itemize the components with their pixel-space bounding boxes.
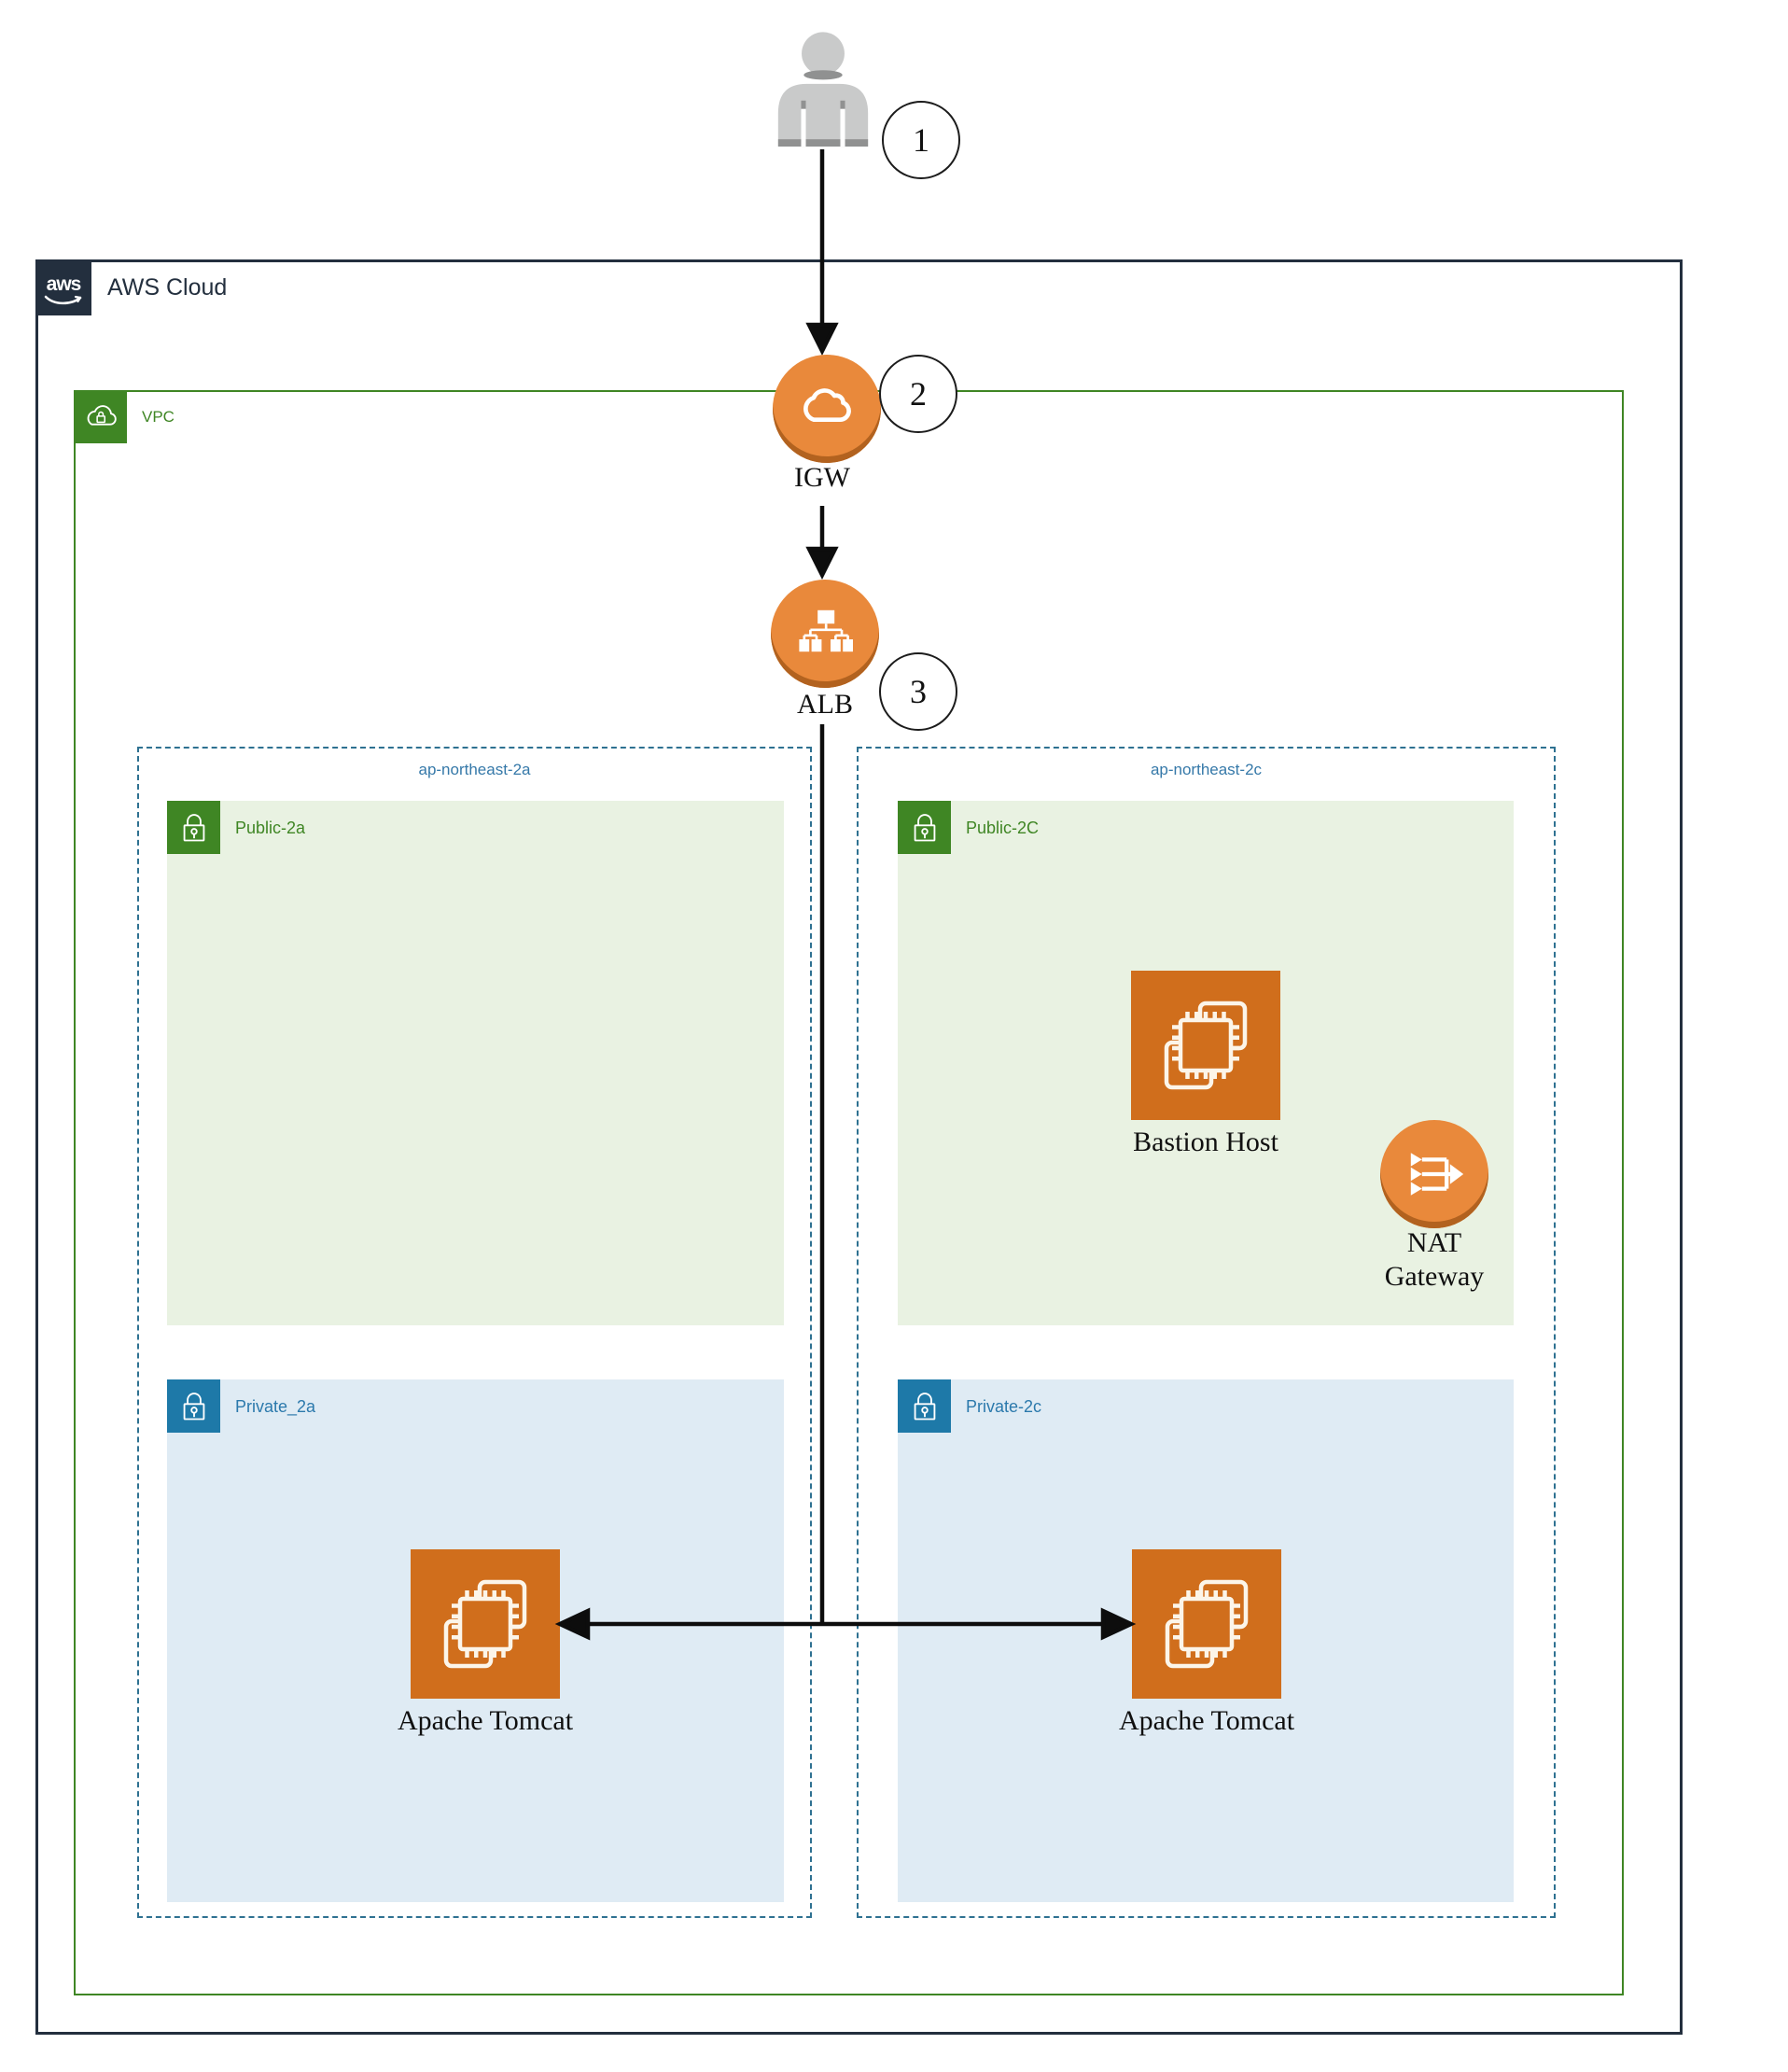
- aws-logo-icon: aws: [35, 259, 91, 315]
- private-subnet-lock-icon: [898, 1379, 951, 1433]
- private-subnet-2a: Private_2a Apache Tomcat: [167, 1379, 784, 1902]
- private-subnet-2a-label: Private_2a: [235, 1397, 316, 1416]
- igw-label: IGW: [794, 462, 850, 493]
- aws-smile-swoosh: [44, 295, 82, 305]
- user-icon: [777, 32, 869, 147]
- nat-gateway-label: NAT Gateway: [1322, 1226, 1546, 1294]
- lock-glyph: [183, 813, 204, 841]
- public-subnet-2c-label: Public-2C: [966, 819, 1040, 837]
- nat-gateway-node: [1380, 1120, 1488, 1228]
- az-2c-label: ap-northeast-2c: [1150, 761, 1263, 778]
- private-subnet-2c-label: Private-2c: [966, 1397, 1042, 1416]
- nat-gateway-icon: [1410, 1153, 1464, 1196]
- az-2a-label: ap-northeast-2a: [418, 761, 531, 778]
- aws-cloud-title: AWS Cloud: [107, 274, 228, 301]
- lock-glyph: [914, 813, 935, 841]
- load-balancer-icon: [799, 609, 853, 652]
- alb-label: ALB: [797, 689, 853, 720]
- step-badge-3: 3: [879, 652, 957, 731]
- public-subnet-2a-label: Public-2a: [235, 819, 306, 837]
- lock-glyph: [183, 1392, 204, 1420]
- public-subnet-lock-icon: [167, 801, 220, 854]
- step-number: 1: [913, 121, 929, 159]
- step-badge-1: 1: [882, 101, 960, 179]
- bastion-host-label: Bastion Host: [1133, 1127, 1278, 1157]
- aws-cloud-container: [35, 259, 1683, 2035]
- bastion-host-node: [1131, 971, 1280, 1120]
- apache-tomcat-node-2a: [411, 1549, 560, 1699]
- ec2-chip-icon: [443, 1579, 527, 1669]
- apache-tomcat-label-2c: Apache Tomcat: [1118, 1705, 1295, 1736]
- lock-glyph: [914, 1392, 935, 1420]
- aws-logo-text: aws: [46, 273, 82, 295]
- vpc-label: VPC: [142, 408, 175, 426]
- internet-gateway-node: [773, 355, 881, 463]
- private-subnet-2c: Private-2c Apache Tomcat: [898, 1379, 1514, 1902]
- ec2-chip-icon: [1164, 1001, 1248, 1090]
- public-subnet-lock-icon: [898, 801, 951, 854]
- step-number: 3: [910, 673, 927, 710]
- availability-zone-2a: ap-northeast-2a: [137, 747, 812, 1918]
- private-subnet-lock-icon: [167, 1379, 220, 1433]
- vpc-icon: [74, 390, 127, 443]
- cloud-icon: [803, 388, 851, 422]
- public-subnet-2c: Public-2C Bastion Host: [898, 801, 1514, 1325]
- step-number: 2: [910, 375, 927, 413]
- nat-label-line2: Gateway: [1384, 1261, 1485, 1292]
- nat-label-line1: NAT: [1406, 1227, 1462, 1258]
- public-subnet-2a: Public-2a: [167, 801, 784, 1325]
- apache-tomcat-node-2c: [1132, 1549, 1281, 1699]
- availability-zone-2c: ap-northeast-2c: [857, 747, 1556, 1918]
- alb-node: [771, 580, 879, 688]
- step-badge-2: 2: [879, 355, 957, 433]
- apache-tomcat-label-2a: Apache Tomcat: [397, 1705, 574, 1736]
- cloud-lock-glyph: [87, 404, 117, 426]
- ec2-chip-icon: [1165, 1579, 1249, 1669]
